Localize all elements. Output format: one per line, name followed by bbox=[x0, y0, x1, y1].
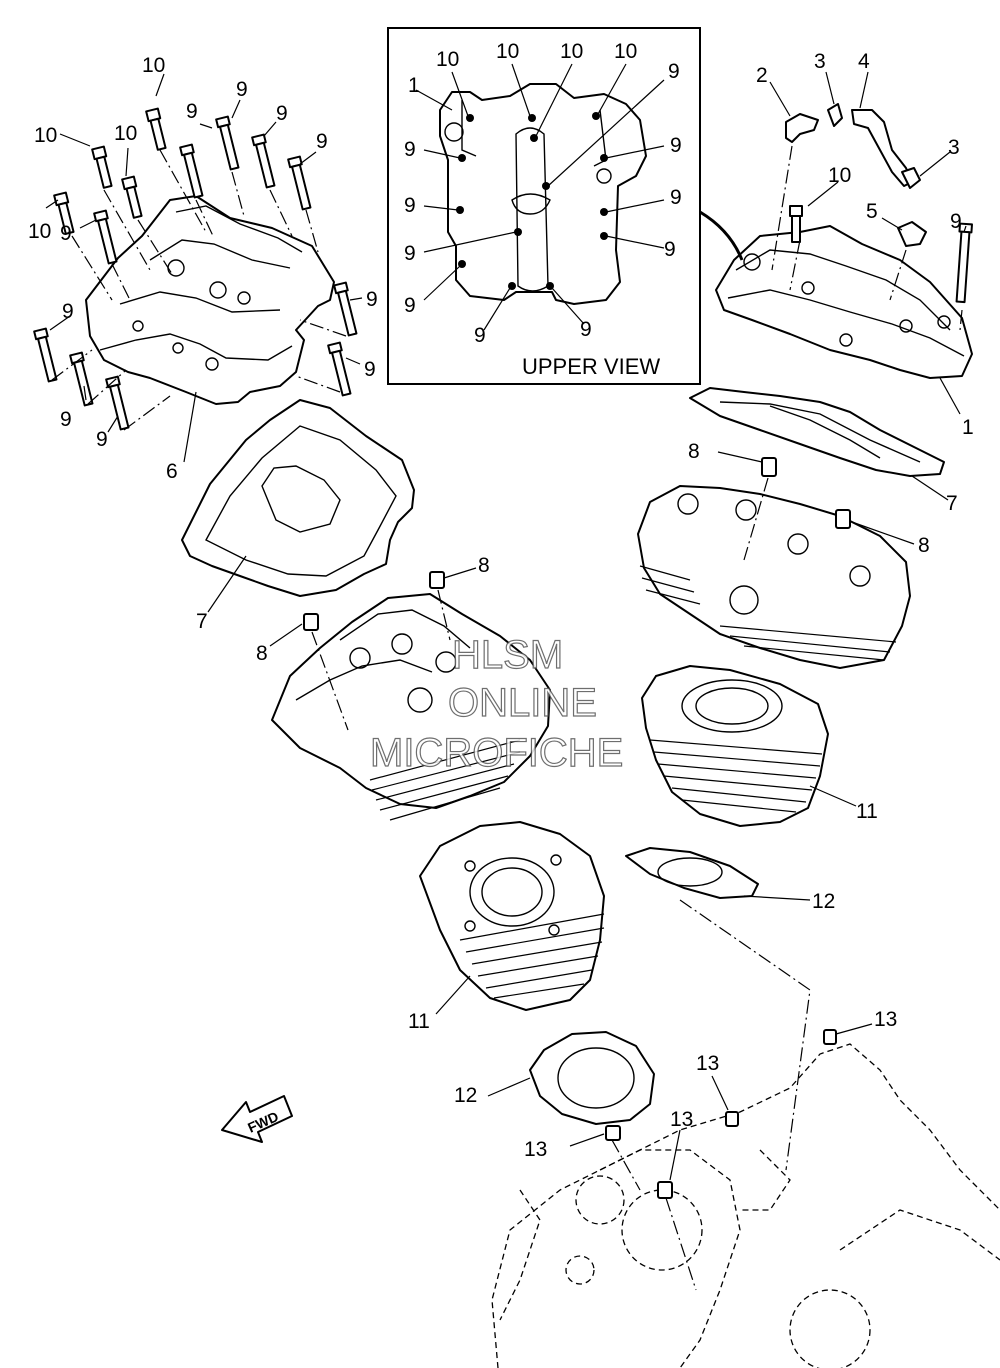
callout-10: 10 bbox=[828, 164, 851, 187]
callout-3: 3 bbox=[814, 50, 826, 73]
callout-9: 9 bbox=[236, 78, 248, 101]
breather-fittings bbox=[769, 71, 973, 331]
inset-callout-9: 9 bbox=[670, 134, 682, 157]
inset-callout-1: 1 bbox=[408, 74, 420, 97]
callout-3: 3 bbox=[948, 136, 960, 159]
callout-11: 11 bbox=[856, 800, 878, 823]
callout-9: 9 bbox=[366, 288, 378, 311]
callout-8: 8 bbox=[918, 534, 930, 557]
watermark-line1: HLSM bbox=[452, 633, 563, 677]
rocker-cover-bolts bbox=[33, 73, 363, 463]
watermark: HLSM ONLINE MICROFICHE bbox=[369, 632, 624, 775]
front-cylinder-head bbox=[271, 571, 551, 821]
watermark-line2: ONLINE bbox=[448, 681, 597, 725]
callout-7: 7 bbox=[196, 610, 208, 633]
fwd-arrow: FWD bbox=[221, 1095, 293, 1143]
inset-callout-10: 10 bbox=[496, 40, 519, 63]
callout-13: 13 bbox=[874, 1008, 897, 1031]
watermark-line3: MICROFICHE bbox=[370, 731, 623, 775]
callout-6: 6 bbox=[166, 460, 178, 483]
inset-callout-9: 9 bbox=[668, 60, 680, 83]
callout-12: 12 bbox=[454, 1084, 477, 1107]
inset-callout-10: 10 bbox=[436, 48, 459, 71]
callout-10: 10 bbox=[34, 124, 57, 147]
callout-9: 9 bbox=[60, 222, 72, 245]
callout-8: 8 bbox=[256, 642, 268, 665]
callout-8: 8 bbox=[478, 554, 490, 577]
callout-7: 7 bbox=[946, 492, 958, 515]
callout-9: 9 bbox=[276, 102, 288, 125]
callout-8: 8 bbox=[688, 440, 700, 463]
front-rocker-gasket bbox=[181, 399, 415, 597]
callout-10: 10 bbox=[142, 54, 165, 77]
front-base-gasket bbox=[529, 1031, 655, 1125]
rear-rocker-cover bbox=[715, 225, 973, 379]
rear-base-gasket bbox=[625, 847, 759, 899]
front-cylinder bbox=[419, 821, 605, 1011]
rear-cylinder bbox=[641, 665, 829, 827]
callout-11: 11 bbox=[408, 1010, 430, 1033]
inset-callout-9: 9 bbox=[664, 238, 676, 261]
callout-4: 4 bbox=[858, 50, 870, 73]
crankcase bbox=[491, 1029, 1000, 1368]
rear-cylinder-head bbox=[637, 457, 911, 669]
callout-9: 9 bbox=[96, 428, 108, 451]
rear-rocker-gasket bbox=[689, 387, 945, 477]
inset-callout-9: 9 bbox=[404, 138, 416, 161]
callout-13: 13 bbox=[670, 1108, 693, 1131]
callout-12: 12 bbox=[812, 890, 835, 913]
callout-10: 10 bbox=[28, 220, 51, 243]
inset-callout-10: 10 bbox=[560, 40, 583, 63]
callout-13: 13 bbox=[524, 1138, 547, 1161]
inset-callout-9: 9 bbox=[474, 324, 486, 347]
callout-5: 5 bbox=[866, 200, 878, 223]
callout-9: 9 bbox=[364, 358, 376, 381]
callout-13: 13 bbox=[696, 1052, 719, 1075]
callout-9: 9 bbox=[186, 100, 198, 123]
upper-view-title: UPPER VIEW bbox=[522, 354, 660, 379]
callout-9: 9 bbox=[316, 130, 328, 153]
inset-leader-lines bbox=[415, 63, 665, 331]
inset-callout-10: 10 bbox=[614, 40, 637, 63]
callout-10: 10 bbox=[114, 122, 137, 145]
inset-callout-9: 9 bbox=[404, 242, 416, 265]
inset-callout-9: 9 bbox=[670, 186, 682, 209]
callout-2: 2 bbox=[756, 64, 768, 87]
inset-callout-9: 9 bbox=[404, 194, 416, 217]
inset-callout-9: 9 bbox=[580, 318, 592, 341]
callout-9: 9 bbox=[60, 408, 72, 431]
callout-9: 9 bbox=[62, 300, 74, 323]
callout-1: 1 bbox=[962, 416, 974, 439]
inset-callout-9: 9 bbox=[404, 294, 416, 317]
callout-9: 9 bbox=[950, 210, 962, 233]
front-rocker-cover bbox=[85, 195, 335, 405]
upper-view-inset: 1 10 10 10 10 9 9 9 9 9 9 9 9 9 9 UPPER … bbox=[387, 27, 701, 385]
